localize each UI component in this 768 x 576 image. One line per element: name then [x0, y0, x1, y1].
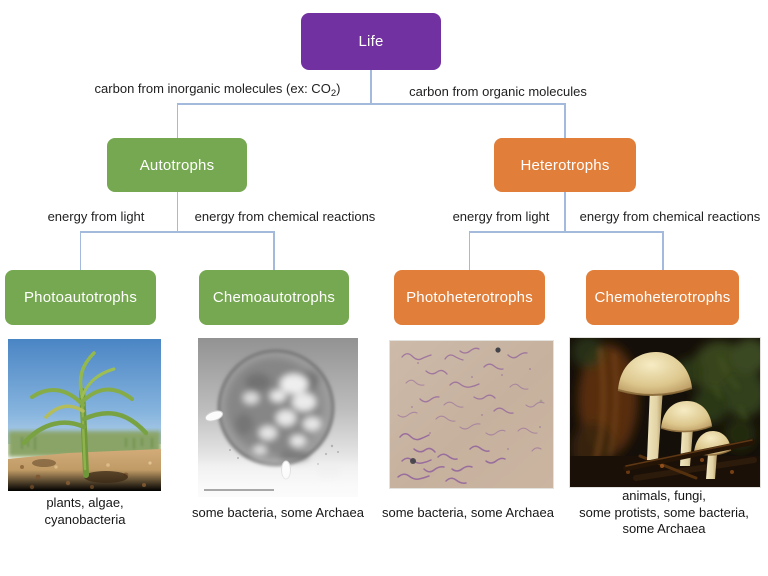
edge-label-energy-light-left: energy from light [47, 209, 145, 224]
photoheterotrophs-photo [389, 340, 554, 489]
edge-label-energy-chemical-left: energy from chemical reactions [194, 209, 376, 224]
node-autotrophs: Autotrophs [107, 138, 247, 192]
caption-chemoautotrophs: some bacteria, some Archaea [192, 505, 364, 520]
node-life: Life [301, 13, 441, 70]
mushrooms-illustration [570, 338, 760, 487]
connector-to-heterotrophs [564, 103, 566, 138]
corn-plant [21, 351, 149, 478]
node-photoheterotrophs-label: Photoheterotrophs [406, 289, 533, 306]
caption-photoheterotrophs: some bacteria, some Archaea [382, 505, 554, 520]
scale-bar [204, 489, 274, 491]
connector-level2-right-horizontal [468, 231, 664, 233]
connector-to-photoautotrophs [79, 231, 81, 270]
corn-seedling-illustration [8, 339, 161, 491]
edge-label-carbon-inorganic: carbon from inorganic molecules (ex: CO2… [40, 81, 395, 99]
node-autotrophs-label: Autotrophs [139, 156, 215, 174]
connector-to-autotrophs [176, 103, 178, 138]
connector-level1-horizontal [176, 103, 566, 105]
connector-to-chemoautotrophs [273, 231, 275, 270]
caption-photoautotrophs: plants, algae, cyanobacteria [44, 495, 126, 527]
edge-label-energy-light-right: energy from light [452, 209, 550, 224]
edge-label-carbon-inorganic-subscript: 2 [330, 88, 337, 99]
edge-label-energy-chemical-right: energy from chemical reactions [579, 209, 761, 224]
caption-chemoheterotrophs: animals, fungi, some protists, some bact… [579, 488, 749, 537]
node-chemoautotrophs-label: Chemoautotrophs [212, 289, 336, 306]
edge-label-carbon-organic: carbon from organic molecules [409, 84, 587, 99]
node-photoautotrophs: Photoautotrophs [5, 270, 156, 325]
mushroom-large [617, 352, 693, 460]
edge-label-carbon-inorganic-text: carbon from inorganic molecules (ex: CO [94, 81, 331, 96]
electron-micrograph-illustration [198, 338, 358, 497]
debris-speck [495, 347, 501, 353]
chemoautotrophs-photo [198, 338, 358, 497]
node-chemoautotrophs: Chemoautotrophs [199, 270, 349, 325]
connector-to-photoheterotrophs [468, 231, 470, 270]
edge-label-carbon-inorganic-close: ) [336, 81, 341, 96]
connector-level2-left-horizontal [79, 231, 275, 233]
connector-heterotrophs-down [564, 192, 566, 231]
photoautotrophs-photo [8, 339, 161, 491]
debris-speck [410, 458, 416, 464]
node-heterotrophs-label: Heterotrophs [520, 156, 610, 174]
node-heterotrophs: Heterotrophs [494, 138, 636, 192]
chemoheterotrophs-photo [569, 337, 761, 488]
stained-bacteria-illustration [390, 341, 553, 488]
node-photoautotrophs-label: Photoautotrophs [23, 289, 138, 306]
connector-autotrophs-down [176, 192, 178, 231]
node-life-label: Life [358, 33, 384, 50]
connector-to-chemoheterotrophs [662, 231, 664, 270]
node-photoheterotrophs: Photoheterotrophs [394, 270, 545, 325]
node-chemoheterotrophs-label: Chemoheterotrophs [594, 289, 731, 306]
node-chemoheterotrophs: Chemoheterotrophs [586, 270, 739, 325]
connector-life-down [370, 70, 372, 104]
